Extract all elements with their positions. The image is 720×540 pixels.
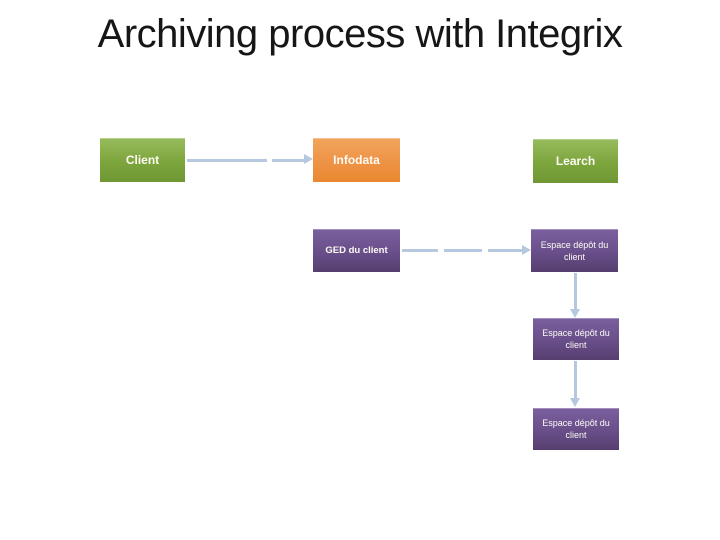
connector-line <box>402 249 522 252</box>
node-label: Espace dépôt du client <box>542 328 610 350</box>
node-learch: Learch <box>533 139 618 183</box>
connector-line <box>574 361 577 398</box>
node-label: Learch <box>555 154 596 168</box>
node-label: GED du client <box>325 245 388 256</box>
node-espace-depot-1: Espace dépôt du client <box>531 229 618 272</box>
slide-title: Archiving process with Integrix <box>97 12 623 56</box>
node-ged-du-client: GED du client <box>313 229 400 272</box>
node-label: Infodata <box>333 153 380 167</box>
connector-gap <box>267 159 272 162</box>
connector-gap <box>482 249 488 252</box>
connector-line <box>574 273 577 309</box>
connector-line <box>187 159 304 162</box>
node-espace-depot-3: Espace dépôt du client <box>533 408 619 450</box>
arrowhead-down-icon <box>570 398 580 407</box>
node-label: Espace dépôt du client <box>542 418 610 440</box>
connector-gap <box>438 249 444 252</box>
arrowhead-right-icon <box>304 154 313 164</box>
node-client: Client <box>100 138 185 182</box>
node-label: Client <box>125 153 160 167</box>
arrowhead-down-icon <box>570 309 580 318</box>
node-espace-depot-2: Espace dépôt du client <box>533 318 619 360</box>
node-infodata: Infodata <box>313 138 400 182</box>
node-label: Espace dépôt du client <box>540 239 609 262</box>
arrowhead-right-icon <box>522 245 531 255</box>
